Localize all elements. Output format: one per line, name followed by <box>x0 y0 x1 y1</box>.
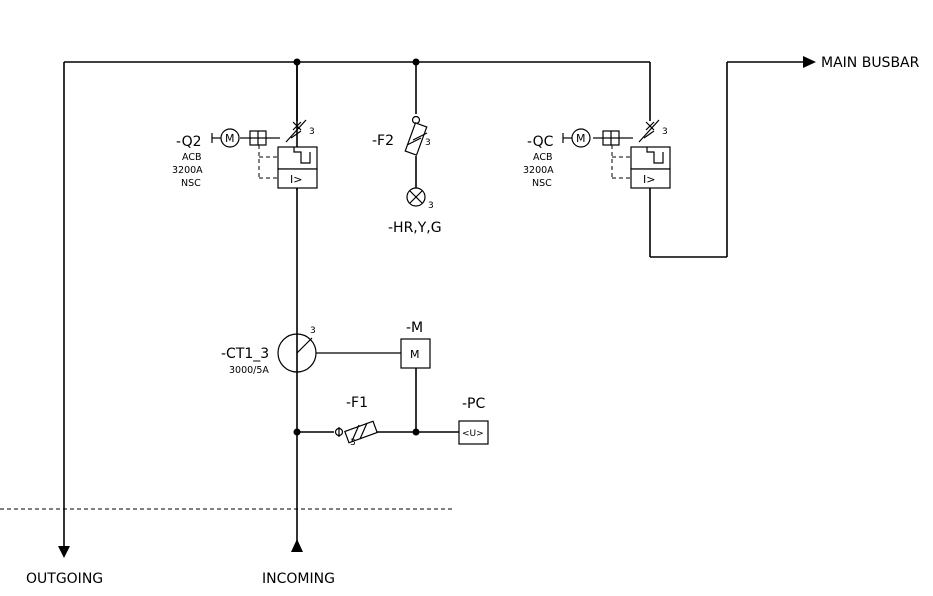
qc-mode: NSC <box>532 178 552 189</box>
q2-trip-label: I> <box>290 173 302 186</box>
outgoing-arrow-icon <box>58 546 70 558</box>
q2-motor-letter: M <box>225 132 235 145</box>
q2-mechanism-box <box>277 146 318 170</box>
pc-box <box>458 420 489 445</box>
meter-tag: -M <box>406 320 423 336</box>
pc-symbol: <U> <box>462 429 484 439</box>
pc-tag: -PC <box>462 396 485 412</box>
ct-poles: 3 <box>310 326 316 336</box>
f1-tag: -F1 <box>346 395 368 411</box>
ct-ratio: 3000/5A <box>229 365 269 376</box>
qc-breaker-symbol <box>562 61 806 258</box>
q2-tag: -Q2 <box>176 134 202 150</box>
qc-poles: 3 <box>662 127 668 137</box>
ct-tag: -CT1_3 <box>221 346 269 362</box>
f2-tag: -F2 <box>372 133 394 149</box>
q2-breaker-symbol <box>211 62 318 190</box>
qc-rating: 3200A <box>523 165 554 176</box>
incoming-arrow-icon <box>291 539 303 552</box>
q2-mode: NSC <box>181 178 201 189</box>
f1-poles: 3 <box>350 438 356 448</box>
f1-fuse-symbol <box>297 420 459 444</box>
current-transformer-icon <box>277 333 401 373</box>
q2-rating: 3200A <box>172 165 203 176</box>
incoming-label: INCOMING <box>262 571 335 587</box>
hr-poles: 3 <box>428 201 434 211</box>
qc-trip-label: I> <box>643 173 655 186</box>
outgoing-label: OUTGOING <box>26 571 103 587</box>
main-busbar-arrow-icon <box>803 56 816 68</box>
f2-fuse-symbol <box>404 62 428 188</box>
f2-poles: 3 <box>425 138 431 148</box>
qc-type: ACB <box>533 152 552 163</box>
qc-motor-letter: M <box>576 132 586 145</box>
hr-tag: -HR,Y,G <box>388 220 442 236</box>
indicator-lamp-icon <box>406 187 426 207</box>
q2-type: ACB <box>182 152 201 163</box>
q2-poles: 3 <box>309 127 315 137</box>
qc-tag: -QC <box>527 134 554 150</box>
main-busbar-label: MAIN BUSBAR <box>821 55 920 71</box>
qc-mechanism-box <box>630 146 671 170</box>
meter-symbol: M <box>410 348 420 361</box>
